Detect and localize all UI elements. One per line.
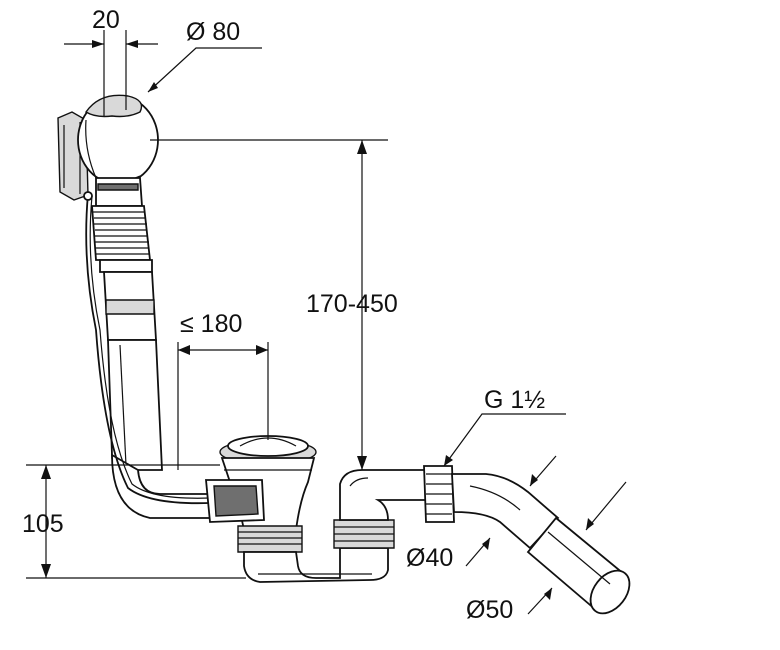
waste-plug-assembly xyxy=(205,435,317,553)
pipe-diameter-small-label: Ø40 xyxy=(406,544,453,572)
thread-label: G 1½ xyxy=(484,386,545,414)
height-bottom-label: 105 xyxy=(22,510,64,538)
width-label: 20 xyxy=(92,6,120,34)
overflow-assembly xyxy=(57,94,215,519)
max-distance-label: ≤ 180 xyxy=(180,310,242,338)
pipe-diameter-large-label: Ø50 xyxy=(466,596,513,624)
height-range-label: 170-450 xyxy=(306,290,398,318)
corrugation-lines xyxy=(93,211,150,255)
overflow-diameter-label: Ø 80 xyxy=(186,18,240,46)
trap-assembly xyxy=(243,465,631,615)
dimension-lines xyxy=(26,30,627,615)
